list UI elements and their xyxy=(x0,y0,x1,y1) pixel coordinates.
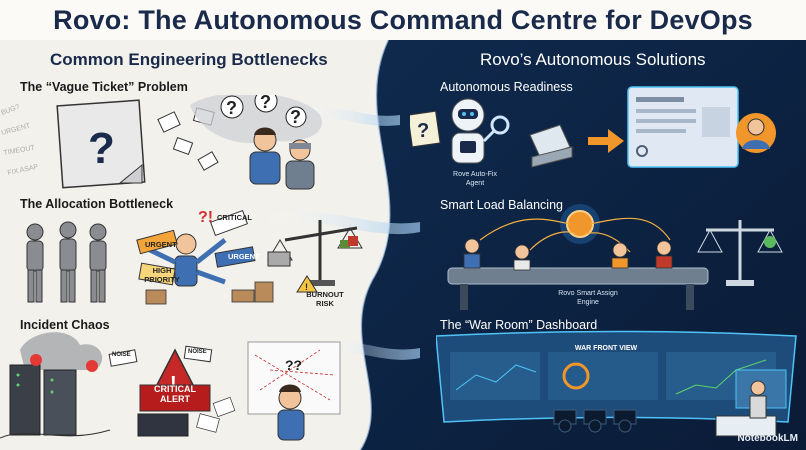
section-label-war-room: The “War Room” Dashboard xyxy=(440,318,598,332)
svg-text:?: ? xyxy=(260,95,271,112)
autonomous-readiness-illustration: ? xyxy=(410,86,776,168)
tag-critical: CRITICAL xyxy=(217,213,252,222)
war-front-view-label: WAR FRONT VIEW xyxy=(574,345,638,352)
svg-text:!: ! xyxy=(170,373,177,395)
svg-text:?: ? xyxy=(417,120,429,142)
title-bar: Rovo: The Autonomous Command Centre for … xyxy=(0,0,806,40)
smart-assign-engine-caption: Rovo Smart Assign Engine xyxy=(558,290,618,306)
svg-text:URGENT: URGENT xyxy=(1,122,32,137)
smart-load-balancing-illustration xyxy=(447,204,783,310)
section-label-incident-chaos: Incident Chaos xyxy=(20,318,110,332)
war-room-dashboard-illustration xyxy=(436,330,797,437)
tag-urgent: URGENT xyxy=(145,240,177,249)
svg-text:TIMEOUT: TIMEOUT xyxy=(3,144,36,156)
right-heading: Rovo’s Autonomous Solutions xyxy=(480,50,706,69)
page-title: Rovo: The Autonomous Command Centre for … xyxy=(53,4,753,35)
tag-high-priority: HIGH PRIORITY xyxy=(144,266,180,284)
noise-label-2: NOISE xyxy=(188,349,207,355)
burnout-risk-label: BURNOUT RISK xyxy=(306,290,344,308)
svg-text:BUG?: BUG? xyxy=(0,104,20,117)
auto-fix-agent-caption: Rove Auto-Fix Agent xyxy=(453,171,497,187)
noise-label-1: NOISE xyxy=(112,352,131,358)
left-heading: Common Engineering Bottlenecks xyxy=(50,50,328,69)
section-label-smart-load-balancing: Smart Load Balancing xyxy=(440,198,563,212)
svg-text:?: ? xyxy=(290,107,301,127)
incident-chaos-illustration: ! ?? xyxy=(0,332,341,441)
svg-text:?: ? xyxy=(226,98,237,118)
tag-urgent-2: URGENT xyxy=(228,252,260,261)
section-label-vague-ticket: The “Vague Ticket” Problem xyxy=(20,80,188,94)
svg-text:FIX ASAP: FIX ASAP xyxy=(7,164,39,177)
section-label-autonomous-readiness: Autonomous Readiness xyxy=(440,80,573,94)
svg-text:!: ! xyxy=(305,282,308,292)
notebooklm-brand: NotebookLM xyxy=(737,433,798,444)
svg-text:??: ?? xyxy=(285,357,302,373)
section-label-allocation: The Allocation Bottleneck xyxy=(20,197,174,211)
svg-text:?: ? xyxy=(88,124,115,173)
critical-alert-label: CRITICAL ALERT xyxy=(154,384,196,404)
svg-text:?!: ?! xyxy=(198,210,213,226)
allocation-illustration: ?! ! xyxy=(26,210,363,305)
vague-ticket-illustration: BUG? URGENT TIMEOUT FIX ASAP ? ? ? ? xyxy=(0,95,322,190)
